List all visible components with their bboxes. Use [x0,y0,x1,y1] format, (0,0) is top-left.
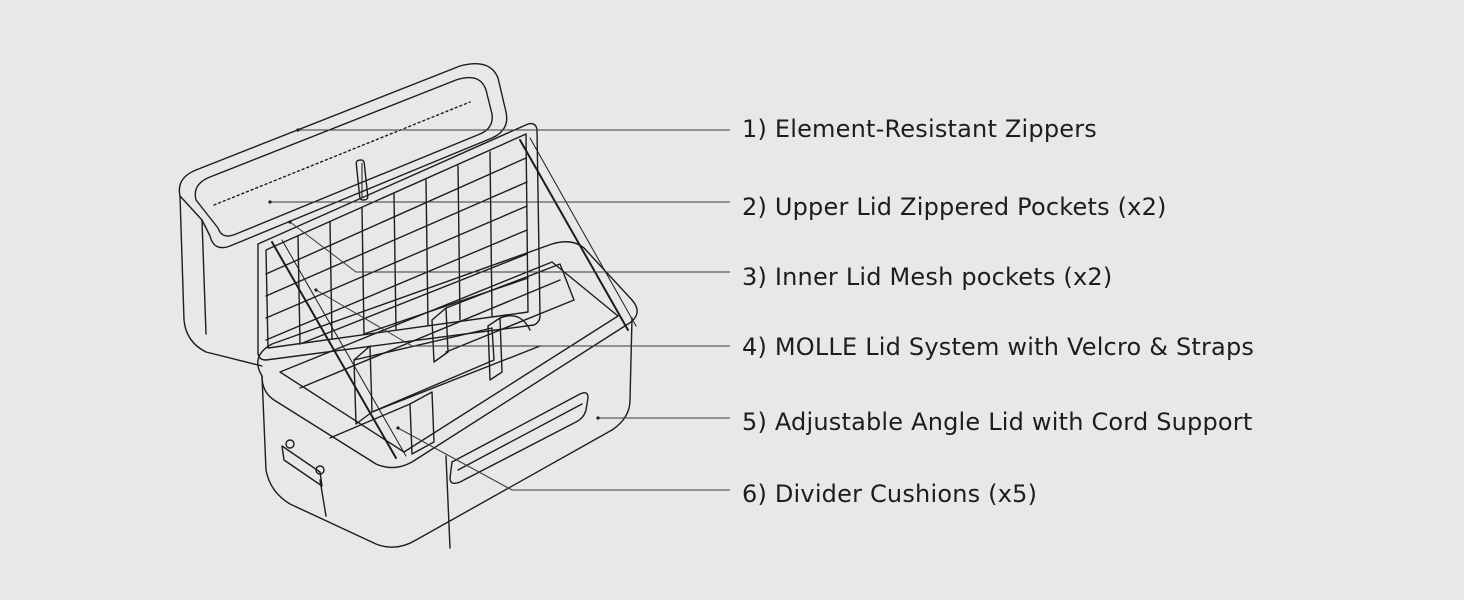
divider-cushions [329,263,575,455]
leader-line-6 [397,427,730,491]
leader-line-3 [289,221,730,273]
leader-dots [268,128,600,430]
callout-label-divider-cushions: 6) Divider Cushions (x5) [742,480,1038,508]
leader-lines [270,129,730,491]
upper-lid [178,63,508,367]
callout-label-adjustable-lid: 5) Adjustable Angle Lid with Cord Suppor… [742,408,1253,436]
case-base [257,241,638,549]
callout-label-zippers: 1) Element-Resistant Zippers [742,115,1098,143]
callout-label-upper-lid-pockets: 2) Upper Lid Zippered Pockets (x2) [742,193,1167,221]
callout-label-molle-lid: 4) MOLLE Lid System with Velcro & Straps [742,333,1255,361]
callout-label-mesh-pockets: 3) Inner Lid Mesh pockets (x2) [742,263,1113,291]
leader-line-4 [315,289,730,347]
support-cords [271,137,637,459]
